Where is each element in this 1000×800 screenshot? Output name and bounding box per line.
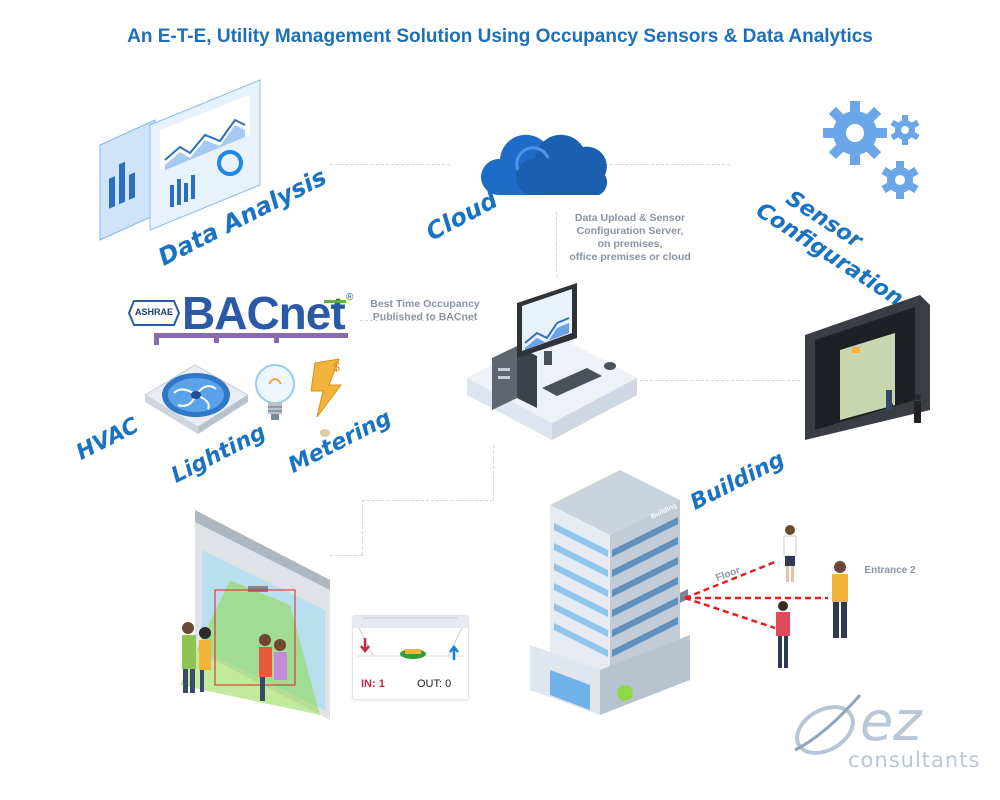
occupancy-sensor-beams	[684, 560, 828, 630]
person-figure-2	[832, 561, 848, 638]
entrance-doorway-illustration	[180, 510, 330, 720]
person-figure-1	[783, 525, 797, 582]
connector-bacnet-server	[360, 320, 475, 321]
svg-text:$: $	[333, 360, 340, 374]
bacnet-underline-tick	[154, 333, 159, 345]
connector-analysis-cloud	[330, 164, 450, 165]
office-building-illustration	[530, 470, 690, 715]
cloud-note: Data Upload & Sensor Configuration Serve…	[550, 212, 710, 264]
people-counter-card: IN: 1 OUT: 0	[352, 615, 469, 700]
data-analysis-dashboard-illustration	[99, 79, 261, 241]
cloud-note-line: Configuration Server,	[576, 225, 684, 237]
bacnet-net-green	[324, 300, 346, 303]
bacnet-underline-tick	[214, 333, 219, 343]
cloud-note-line: Data Upload & Sensor	[574, 212, 686, 224]
connector-cloud-server	[556, 212, 557, 277]
connector-left-horizontal	[330, 555, 362, 556]
person-figure-3	[776, 601, 790, 668]
ashrae-badge-text: ASHRAE	[134, 307, 173, 317]
turnstile-gate-illustration	[805, 295, 930, 440]
bacnet-underline	[154, 333, 348, 338]
connector-down-left	[362, 500, 493, 501]
counter-out-label: OUT: 0	[417, 678, 452, 690]
connector-left-entrance	[362, 500, 363, 555]
bacnet-brand-text: BACnet	[182, 287, 346, 339]
label-entrance-2: Entrance 2	[864, 565, 916, 576]
counter-in-label: IN: 1	[361, 678, 385, 690]
label-cloud: Cloud	[421, 185, 503, 247]
metering-bolt-icon: $	[310, 358, 342, 437]
bacnet-note-line: Published to BACnet	[372, 311, 478, 323]
lightbulb-icon	[255, 364, 295, 420]
server-workstation-illustration	[467, 283, 637, 440]
ashrae-badge	[127, 300, 181, 326]
counter-sensor-view	[353, 616, 468, 660]
label-hvac: HVAC	[72, 413, 143, 466]
logo-text: consultants	[848, 748, 981, 772]
bacnet-underline-tick	[274, 333, 279, 343]
label-building: Building	[686, 446, 789, 516]
bacnet-logo: ASHRAE BACnet ®	[127, 287, 358, 350]
cloud-note-line: on premises,	[597, 238, 663, 250]
connector-server-down	[493, 445, 494, 500]
bacnet-note: Best Time Occupancy Published to BACnet	[360, 298, 490, 324]
ez-consultants-swoosh-icon	[794, 694, 862, 755]
cloud-note-line: office premises or cloud	[569, 251, 691, 263]
bacnet-registered-mark: ®	[346, 292, 354, 303]
connector-server-gate	[640, 380, 800, 381]
bacnet-note-line: Best Time Occupancy	[370, 298, 480, 310]
connector-cloud-sensor	[600, 164, 730, 165]
page-title: An E-T-E, Utility Management Solution Us…	[127, 26, 873, 47]
cloud-icon	[480, 134, 608, 195]
logo-mark: ez	[860, 690, 922, 753]
hvac-fan-icon	[144, 364, 249, 434]
gear-icon	[823, 101, 920, 199]
